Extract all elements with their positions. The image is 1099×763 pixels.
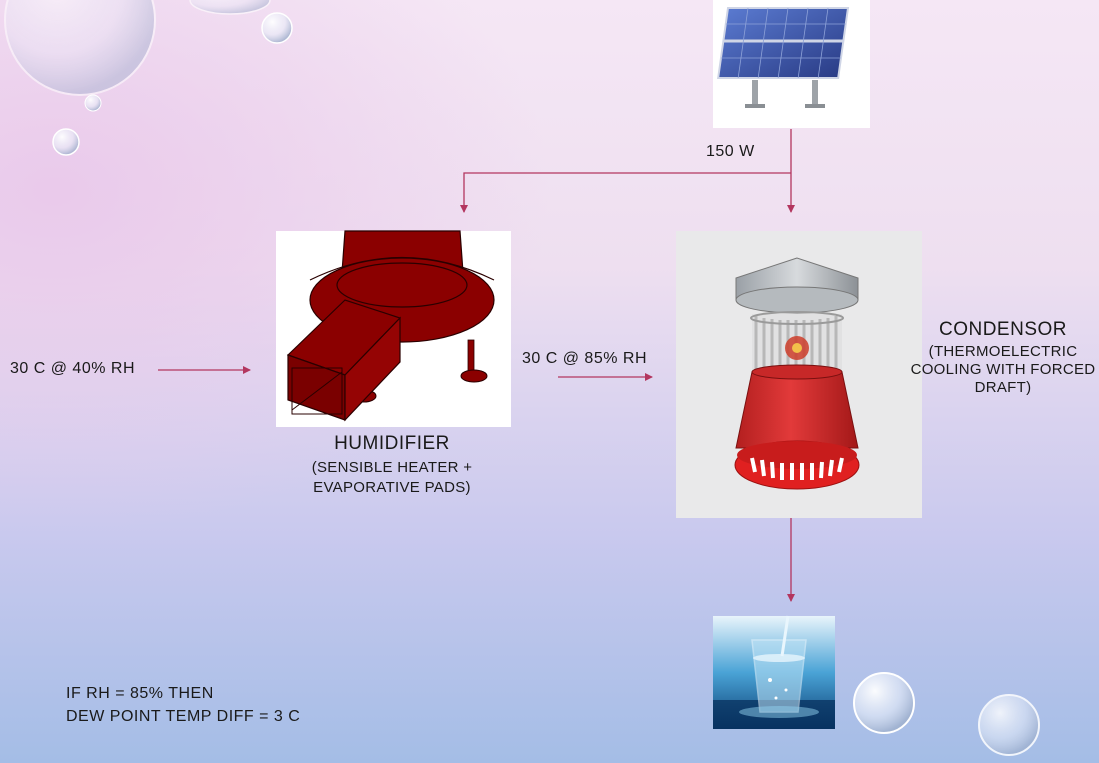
humidifier-subtitle-line: EVAPORATIVE PADS)	[313, 479, 471, 496]
humidifier-subtitle: (SENSIBLE HEATER + EVAPORATIVE PADS)	[272, 458, 512, 498]
humidifier-3d-model-icon	[276, 230, 511, 427]
inlet-air-label: 30 C @ 40% RH	[10, 360, 136, 377]
condensor-title: CONDENSOR	[938, 319, 1067, 340]
humidifier-subtitle-line: (SENSIBLE HEATER +	[311, 459, 473, 476]
condensor-subtitle: (THERMOELECTRIC COOLING WITH FORCED DRAF…	[908, 343, 1098, 397]
condensor-subtitle-line: COOLING WITH FORCED	[910, 361, 1096, 378]
power-supply-arrows	[460, 129, 795, 213]
condensor-subtitle-line: (THERMOELECTRIC	[928, 343, 1078, 360]
humidifier-title: HUMIDIFIER	[334, 433, 450, 454]
solar-panel-icon	[713, 0, 870, 128]
water-droplet-decoration	[4, 0, 1040, 756]
power-label: 150 W	[706, 143, 755, 160]
note-line: IF RH = 85% THEN	[66, 685, 214, 702]
dew-point-note: IF RH = 85% THEN DEW POINT TEMP DIFF = 3…	[66, 682, 300, 728]
condensor-3d-model-icon	[676, 231, 922, 518]
note-line: DEW POINT TEMP DIFF = 3 C	[66, 708, 301, 725]
humid-air-label: 30 C @ 85% RH	[522, 350, 648, 367]
water-glass-icon	[713, 615, 835, 729]
condensor-subtitle-line: DRAFT)	[974, 379, 1032, 396]
